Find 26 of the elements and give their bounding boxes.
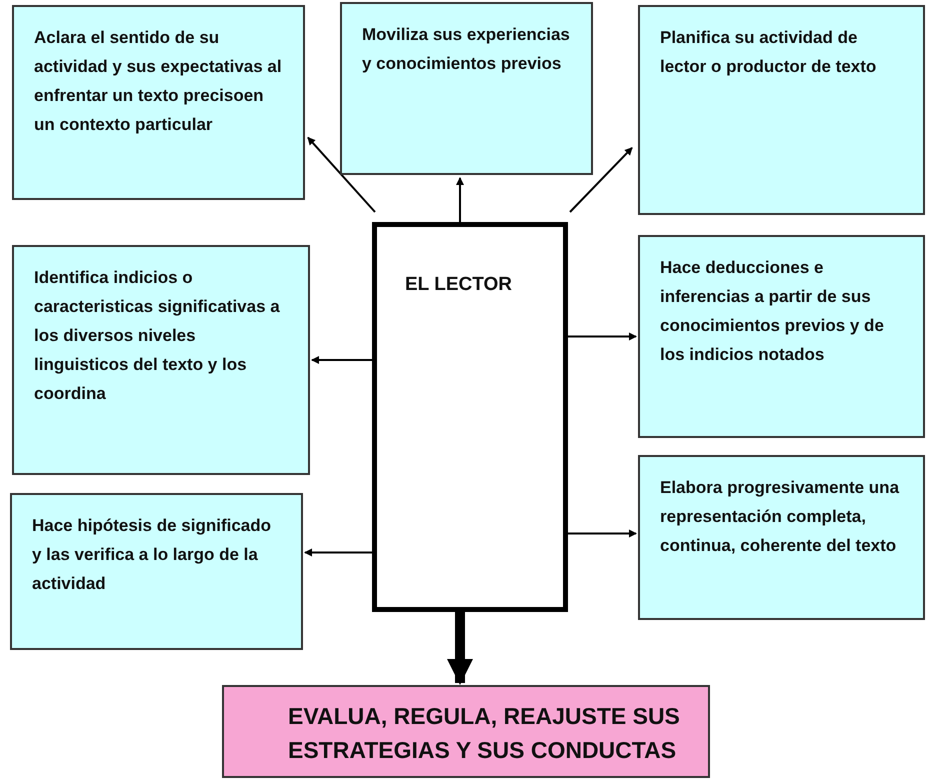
process-box bbox=[638, 235, 925, 438]
box-text: EL LECTOR bbox=[405, 273, 513, 297]
arrow bbox=[568, 332, 637, 340]
arrow bbox=[447, 612, 473, 685]
process-box bbox=[638, 5, 925, 215]
process-box bbox=[638, 455, 925, 620]
arrow bbox=[307, 136, 376, 213]
process-box bbox=[10, 493, 303, 650]
box-text: Moviliza sus experiencias y conocimientos previos bbox=[362, 24, 571, 75]
arrow bbox=[311, 356, 372, 364]
arrow bbox=[456, 177, 464, 222]
box-text: Hace hipótesis de significado y las verifica a lo largo de la actividad bbox=[32, 515, 272, 595]
central-box bbox=[372, 222, 568, 612]
box-text: Hace deducciones e inferencias a partir de sus conocimientos previos y de los indicios notados bbox=[660, 257, 885, 366]
process-box bbox=[12, 5, 305, 200]
result-box bbox=[222, 685, 710, 778]
box-text: Elabora progresivamente una representación completa, continua, coherente del texto bbox=[660, 477, 900, 557]
arrow bbox=[568, 530, 637, 538]
box-text: Aclara el sentido de su actividad y sus expectativas al enfrentar un texto precisoen un contexto particular bbox=[34, 27, 283, 136]
box-text: Identifica indicios o caracteristicas significativas a los diversos niveles linguisticos del texto y los coordina bbox=[34, 267, 281, 405]
process-box bbox=[340, 2, 593, 175]
process-box bbox=[12, 245, 310, 475]
arrow bbox=[569, 147, 633, 213]
box-text: Planifica su actividad de lector o productor de texto bbox=[660, 27, 878, 78]
arrow bbox=[304, 548, 372, 556]
box-text: EVALUA, REGULA, REAJUSTE SUS ESTRATEGIAS Y SUS CONDUCTAS bbox=[288, 702, 681, 765]
